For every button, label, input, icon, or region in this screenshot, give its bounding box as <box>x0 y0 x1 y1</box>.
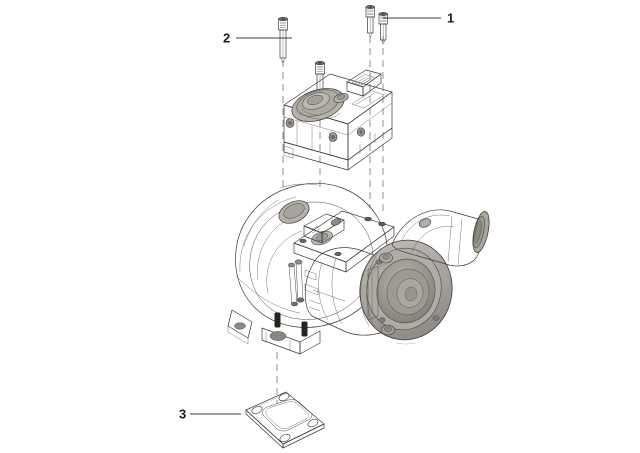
turbocharger[interactable] <box>227 182 492 355</box>
callout-1-number: 1 <box>447 10 454 25</box>
callout-2-number: 2 <box>223 30 230 45</box>
vgt-linkage <box>274 259 321 337</box>
bearing-housing-ribs <box>312 257 346 325</box>
bolt-1-b[interactable] <box>378 12 388 45</box>
callout-2[interactable]: 2 <box>223 30 292 45</box>
actuator-seams <box>283 102 393 156</box>
actuator[interactable] <box>283 69 393 171</box>
compressor-clamp-ring <box>360 251 379 329</box>
callout-3[interactable]: 3 <box>179 406 241 421</box>
housing-marking <box>361 259 417 345</box>
callout-3-number: 3 <box>179 406 186 421</box>
assembly-dash-lines <box>276 36 384 404</box>
bolt-2-a[interactable] <box>278 16 288 64</box>
gasket[interactable] <box>245 391 325 449</box>
actuator-gear-detail <box>299 90 341 120</box>
outlet-pipe-seams <box>401 214 463 266</box>
callout-1[interactable]: 1 <box>383 10 454 25</box>
bolt-1-a[interactable] <box>365 5 375 38</box>
